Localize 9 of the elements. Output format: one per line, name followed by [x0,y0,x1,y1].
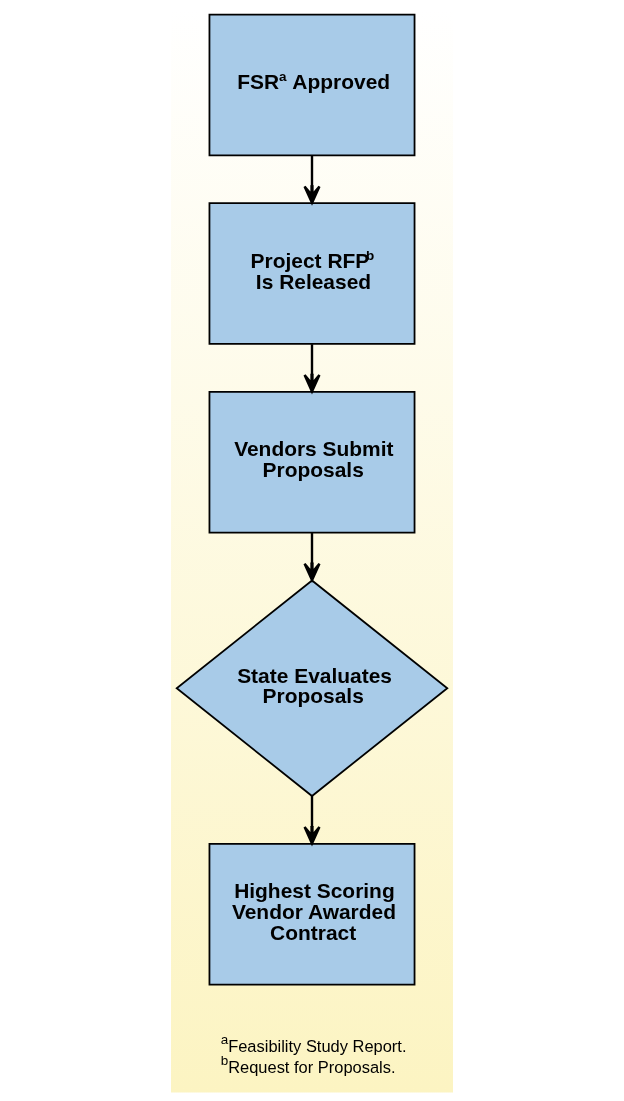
arrow [303,533,321,582]
arrow [303,344,321,393]
arrow [303,155,321,205]
node-box: Vendors Submit Proposals [208,390,416,534]
node-box: Highest Scoring Vendor Awarded Contract [208,843,416,986]
arrow [303,796,321,845]
label: $^{a}$Feasibility Study Report. [220,1032,407,1055]
node-diamond: State Evaluates Proposals [175,579,449,798]
node-box: FSR$^{a}$ Approved [208,13,416,157]
